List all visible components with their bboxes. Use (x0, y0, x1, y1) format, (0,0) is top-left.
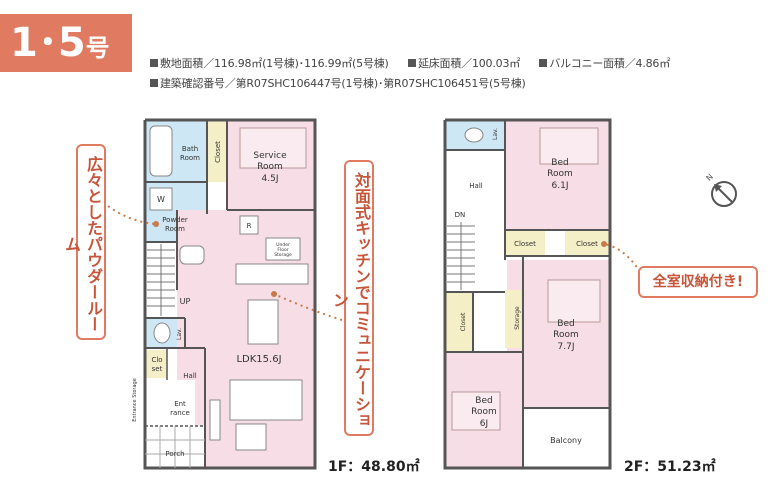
porch-tiles (145, 426, 205, 468)
stair-treads-1f (147, 244, 175, 316)
second-floor-labels: Lav. Hall DN Bed Room 6.1J Closet Closet… (455, 128, 598, 445)
label-powder: Powder (162, 216, 188, 224)
service-room-bed-icon (239, 127, 307, 169)
label-bed-1: Bed (551, 158, 568, 168)
toilet-2f-icon (464, 127, 484, 143)
entrance (145, 380, 195, 426)
bed-1-icon (539, 127, 599, 165)
sofa-icon (229, 379, 303, 421)
kitchen-callout-dot (271, 291, 277, 297)
badge-suffix: 号棟 (10, 34, 110, 125)
storage-callout-dot (601, 241, 607, 247)
spec-line-1: 敷地面積／116.98㎡(1号棟)･116.99㎡(5号棟) 延床面積／100.… (150, 55, 670, 71)
toilet-icon (153, 322, 171, 344)
label-under-floor-3: Storage (274, 252, 292, 258)
label-bath: Bath (182, 145, 198, 153)
label-powder-2: Room (165, 225, 185, 233)
washing-machine-icon (149, 187, 173, 211)
powder-room-callout: 広々としたパウダールーム (62, 144, 106, 340)
powder-callout-dot (153, 221, 159, 227)
closet-2f-a (505, 230, 545, 256)
coffee-table-icon (235, 423, 267, 451)
closet-small-1f (145, 350, 167, 378)
bed-2-icon (547, 279, 601, 323)
bullet-square-icon (150, 59, 158, 67)
label-up: UP (180, 297, 191, 306)
floor-area: 延床面積／100.03㎡ (417, 57, 521, 70)
dining-table-icon (247, 299, 279, 345)
bullet-square-icon (539, 59, 548, 67)
first-floor-total: 1F：48.80㎡ (328, 459, 420, 475)
label-bed-3b: Room (471, 407, 497, 417)
label-under-floor: Under (276, 242, 290, 248)
label-bath-2: Room (180, 154, 200, 162)
kitchen-callout-line (273, 293, 343, 321)
label-wash: W (157, 195, 165, 204)
label-lav-1f: Lav. (176, 328, 183, 340)
spec-line-2: 建築確認番号／第R07SHC106447号(1号棟)･第R07SHC106451… (150, 75, 526, 91)
first-floor-labels: Bath Room Closet Service Room 4.5J W Pow… (132, 141, 292, 458)
label-porch: Porch (165, 450, 184, 458)
kitchen-callout: 対面式キッチンでコミュニケーション (330, 160, 374, 436)
label-entrance: Ent (174, 400, 186, 408)
permit-number: 建築確認番号／第R07SHC106447号(1号棟)･第R07SHC106451… (160, 77, 526, 90)
label-entrance-2: rance (170, 409, 190, 417)
washbasin-icon (179, 245, 205, 265)
under-floor-storage-icon (265, 237, 301, 261)
site-area: 敷地面積／116.98㎡(1号棟)･116.99㎡(5号棟) (160, 57, 389, 70)
badge-number: 1･5 (10, 20, 86, 66)
label-closet-2f-c: Closet (460, 312, 467, 331)
label-lav-2f: Lav. (492, 128, 499, 140)
label-service: Service (253, 151, 287, 161)
label-under-floor-2: Floor (277, 247, 288, 253)
bullet-square-icon (150, 79, 158, 87)
label-closet-2f-a: Closet (514, 240, 536, 248)
label-hall-1f: Hall (183, 372, 196, 380)
second-floor-plan: Lav. Hall DN Bed Room 6.1J Closet Closet… (443, 118, 612, 470)
svg-text:N: N (704, 172, 715, 183)
label-balcony: Balcony (550, 436, 582, 445)
label-bed-2c: 7.7J (558, 342, 575, 352)
label-storage-2f: Storage (514, 306, 521, 330)
label-fridge: R (247, 222, 252, 230)
bullet-square-icon (407, 59, 416, 67)
label-bed-3c: 6J (480, 419, 488, 429)
stair-treads-2f (447, 222, 475, 290)
kitchen-counter-icon (235, 263, 309, 285)
label-bed-1c: 6.1J (552, 181, 569, 191)
balcony (523, 412, 610, 468)
balcony-area: バルコニー面積／4.86㎡ (549, 57, 671, 70)
label-bed-1b: Room (547, 169, 573, 179)
label-bed-2b: Room (553, 330, 579, 340)
bathtub-icon (149, 125, 173, 177)
storage-callout-line (603, 243, 641, 273)
closet-1f (207, 120, 227, 182)
label-closet-2f-b: Closet (576, 240, 598, 248)
closet-2f-c (445, 292, 473, 352)
label-clo-2: set (152, 365, 163, 373)
north-arrow-icon: N (704, 172, 737, 207)
storage-callout: 全室収納付き! (638, 266, 758, 298)
label-hall-2f: Hall (469, 182, 482, 190)
storage-2f (505, 290, 521, 348)
bed-3-icon (451, 391, 501, 431)
label-ldk: LDK15.6J (236, 354, 281, 365)
label-service-3: 4.5J (262, 174, 279, 184)
label-service-2: Room (257, 162, 283, 172)
label-closet-1f: Closet (214, 141, 222, 163)
fridge-icon (239, 215, 259, 235)
label-clo: Clo (151, 356, 162, 364)
label-bed-3: Bed (475, 396, 492, 406)
first-floor-plan: Bath Room Closet Service Room 4.5J W Pow… (132, 118, 317, 470)
label-dn: DN (455, 211, 466, 219)
tv-board-icon (209, 399, 221, 441)
building-number-badge: 1･5号棟 (0, 14, 132, 125)
label-entrance-storage: Entrance Storage (132, 378, 138, 422)
label-bed-2: Bed (557, 319, 574, 329)
second-floor-total: 2F：51.23㎡ (624, 459, 716, 475)
